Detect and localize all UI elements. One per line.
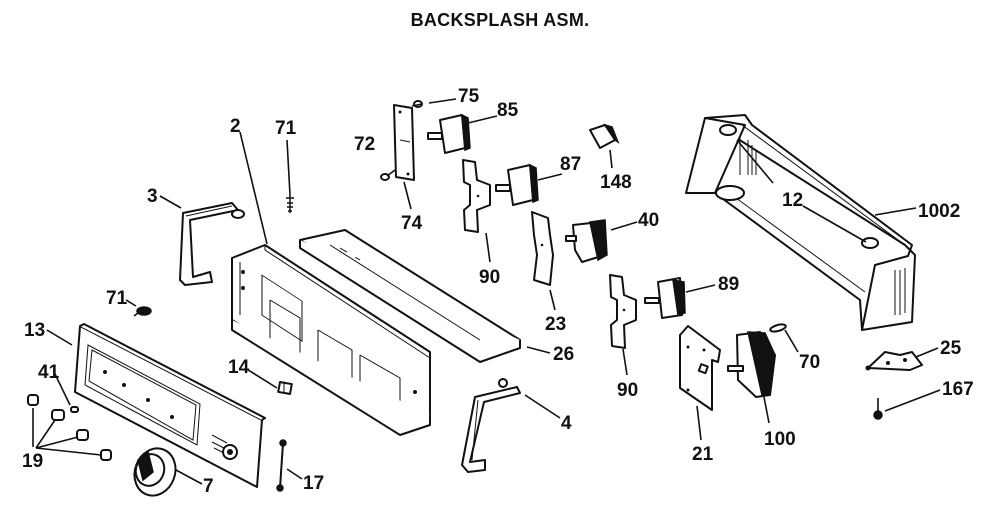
callout-21: 21 [692, 444, 714, 465]
mount-pad-lower [861, 237, 879, 249]
callout-12: 12 [782, 190, 803, 211]
callout-23: 23 [545, 314, 566, 335]
part-3-end-cap-left[interactable] [179, 202, 245, 286]
callout-74: 74 [401, 213, 423, 234]
part-167-screw[interactable] [873, 398, 883, 420]
part-85-rotary-switch[interactable] [427, 113, 471, 154]
part-71-screw-upper[interactable] [286, 195, 294, 213]
part-21-timer-bracket[interactable] [679, 325, 721, 411]
callout-4: 4 [561, 413, 572, 434]
callout-1002: 1002 [918, 201, 960, 222]
part-13-faceplate[interactable] [74, 323, 266, 488]
part-17-light-bar[interactable] [276, 439, 287, 492]
callout-26: 26 [553, 344, 574, 365]
part-14-clip[interactable] [277, 381, 293, 395]
callout-100: 100 [764, 429, 796, 450]
part-26-panel-cover[interactable] [299, 229, 521, 363]
callout-25: 25 [940, 338, 962, 359]
part-90-bracket-lower[interactable] [609, 274, 637, 349]
callout-70: 70 [799, 352, 820, 373]
callout-167: 167 [942, 379, 974, 400]
leader-lines [32, 98, 941, 485]
part-41-spring[interactable] [70, 406, 79, 413]
callout-85: 85 [497, 100, 519, 121]
callout-148: 148 [600, 172, 632, 193]
mount-foot [715, 185, 745, 201]
part-89-rotary-switch[interactable] [644, 277, 686, 319]
part-100-timer[interactable] [727, 331, 776, 398]
part-25-clamp[interactable] [865, 351, 923, 371]
part-90-bracket-upper[interactable] [462, 159, 491, 233]
callout-75: 75 [458, 86, 480, 107]
part-7-timer-knob[interactable] [128, 443, 182, 502]
part-70-pin[interactable] [769, 323, 787, 333]
part-2-panel-housing[interactable] [231, 244, 431, 436]
part-40-switch[interactable] [565, 219, 608, 263]
part-87-rotary-switch[interactable] [495, 163, 539, 206]
callout-7: 7 [203, 476, 214, 497]
callout-71-upper: 71 [275, 118, 297, 139]
part-148-connector[interactable] [589, 123, 620, 149]
mount-pad-upper [719, 124, 737, 136]
callout-71-lower: 71 [106, 288, 128, 309]
callout-90-upper: 90 [479, 267, 500, 288]
callout-labels: 2 71 3 71 13 41 19 7 14 17 75 72 85 74 9… [22, 86, 974, 497]
callout-2: 2 [230, 116, 241, 137]
callout-89: 89 [718, 274, 739, 295]
part-23-switch-bracket[interactable] [531, 211, 554, 286]
callout-13: 13 [24, 320, 45, 341]
part-75-screw[interactable] [411, 100, 423, 108]
part-74-bracket[interactable] [393, 104, 415, 181]
callout-14: 14 [228, 357, 250, 378]
part-71-screw-lower[interactable] [133, 306, 152, 317]
callout-19: 19 [22, 451, 43, 472]
part-4-end-cap-right[interactable] [461, 378, 521, 473]
callout-72: 72 [354, 134, 375, 155]
callout-3: 3 [147, 186, 158, 207]
callout-40: 40 [638, 210, 659, 231]
diagram-title: BACKSPLASH ASM. [410, 10, 590, 30]
part-1002-backsplash-base[interactable] [685, 114, 916, 331]
callout-90-lower: 90 [617, 380, 638, 401]
part-19-switch-knobs[interactable] [27, 394, 112, 461]
part-72-screw[interactable] [380, 169, 396, 181]
callout-87: 87 [560, 154, 581, 175]
callout-41: 41 [38, 362, 60, 383]
callout-17: 17 [303, 473, 324, 494]
